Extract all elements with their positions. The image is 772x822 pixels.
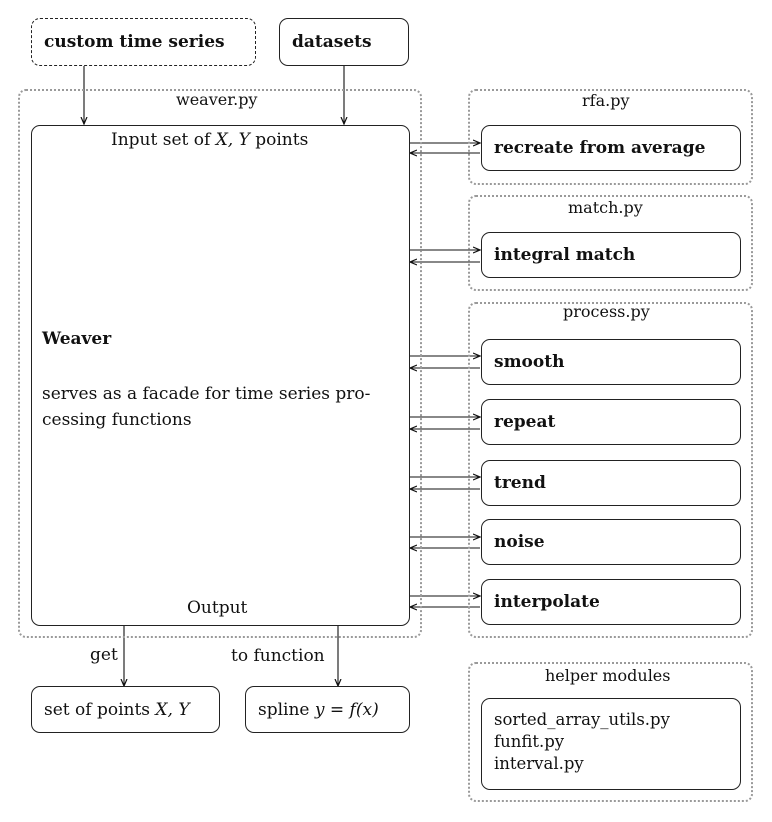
spline-label: spline y = f(x) <box>258 700 379 720</box>
set-of-points-box: set of points X, Y <box>31 686 220 733</box>
set-of-points-label: set of points X, Y <box>44 700 190 720</box>
trend-box: trend <box>481 460 741 506</box>
spline-box: spline y = f(x) <box>245 686 410 733</box>
trend-label: trend <box>494 473 546 493</box>
recreate-from-average-box: recreate from average <box>481 125 741 171</box>
set-of-points-label-pre: set of points <box>44 699 156 720</box>
weaver-output-label: Output <box>187 598 248 618</box>
interpolate-label: interpolate <box>494 592 600 612</box>
rfa-module-label: rfa.py <box>582 91 630 110</box>
weaver-title: Weaver <box>42 329 112 349</box>
noise-box: noise <box>481 519 741 565</box>
weaver-box: Input set of X, Y points Weaver serves a… <box>31 125 410 626</box>
integral-match-box: integral match <box>481 232 741 278</box>
process-module-label: process.py <box>563 302 650 321</box>
to-function-edge-label: to function <box>231 646 325 666</box>
helper-file-item: funfit.py <box>494 732 565 751</box>
noise-label: noise <box>494 532 545 552</box>
spline-label-expr: y = f(x) <box>314 699 379 720</box>
datasets-box: datasets <box>279 18 409 66</box>
helper-modules-label: helper modules <box>545 666 671 685</box>
set-of-points-label-vars: X, Y <box>155 699 190 720</box>
match-module-group <box>468 195 753 291</box>
custom-time-series-box: custom time series <box>31 18 256 66</box>
weaver-input-label-post: points <box>249 130 309 150</box>
weaver-input-label-pre: Input set of <box>111 130 216 150</box>
helper-files-box: sorted_array_utils.py funfit.py interval… <box>481 698 741 790</box>
custom-time-series-label: custom time series <box>44 32 225 52</box>
process-module-group <box>468 302 753 638</box>
helper-modules-group <box>468 662 753 802</box>
recreate-from-average-label: recreate from average <box>494 138 706 158</box>
repeat-box: repeat <box>481 399 741 445</box>
smooth-box: smooth <box>481 339 741 385</box>
weaver-description-line2: cessing functions <box>42 410 192 430</box>
integral-match-label: integral match <box>494 245 636 265</box>
weaver-module-group <box>18 89 422 638</box>
get-edge-label: get <box>90 645 118 665</box>
interpolate-box: interpolate <box>481 579 741 625</box>
match-module-label: match.py <box>568 198 643 217</box>
helper-file-item: sorted_array_utils.py <box>494 710 670 729</box>
helper-file-item: interval.py <box>494 754 584 773</box>
rfa-module-group <box>468 89 753 185</box>
helper-files-list: sorted_array_utils.py funfit.py interval… <box>494 709 670 775</box>
smooth-label: smooth <box>494 352 565 372</box>
weaver-description-line1: serves as a facade for time series pro- <box>42 384 371 404</box>
weaver-input-label-vars: X, Y <box>215 130 250 150</box>
spline-label-pre: spline <box>258 699 315 720</box>
weaver-module-label: weaver.py <box>176 90 258 109</box>
repeat-label: repeat <box>494 412 556 432</box>
weaver-input-label: Input set of X, Y points <box>111 130 308 150</box>
datasets-label: datasets <box>292 32 372 52</box>
